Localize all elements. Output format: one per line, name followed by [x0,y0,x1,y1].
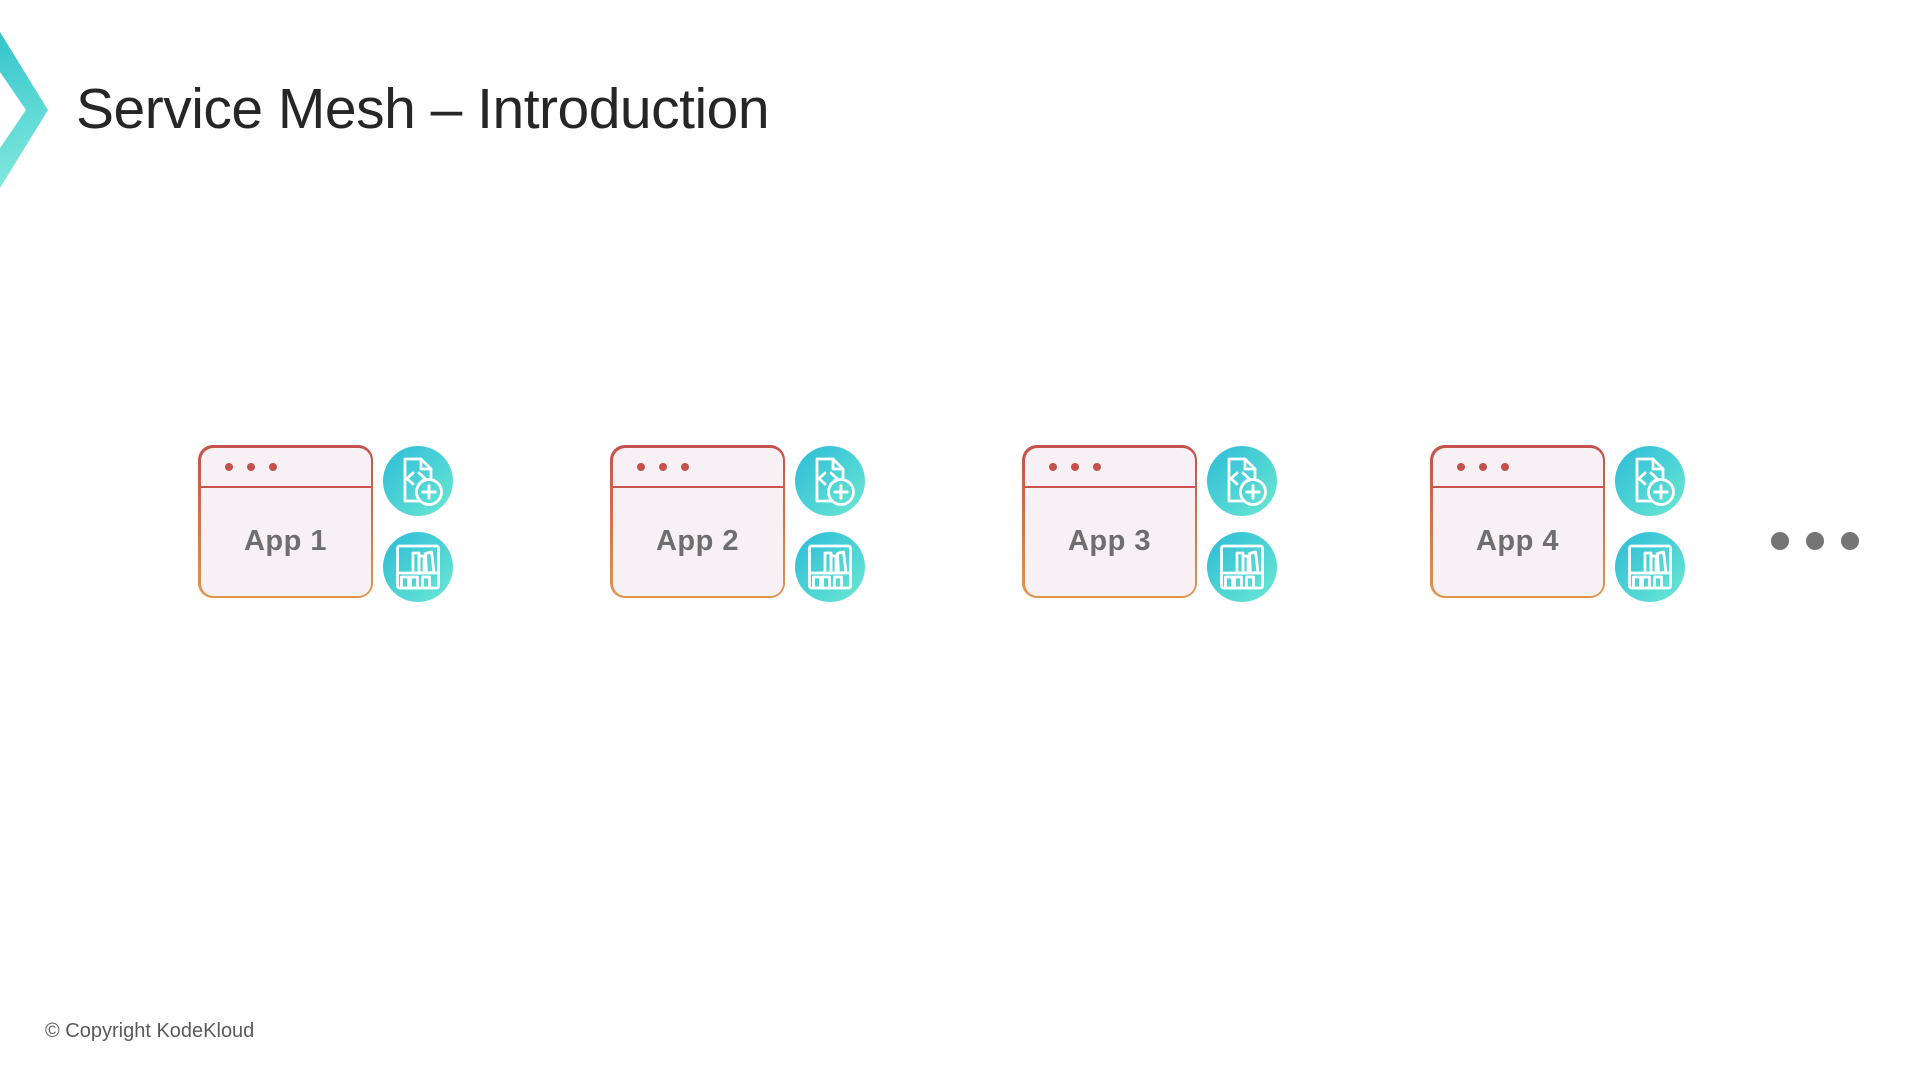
kodekloud-chevron-logo-icon [0,32,48,188]
app-group-4: App 4 [1430,445,1685,602]
titlebar-dot [246,462,255,471]
app-window-body: App 3 [1025,488,1195,596]
footer-copyright: © Copyright KodeKloud [45,1020,255,1042]
app-label: App 3 [1067,525,1152,557]
app-group-3: App 3 [1022,445,1277,602]
sidecar-icon-column [1207,446,1277,602]
titlebar-dot [1500,462,1509,471]
app-label: App 1 [243,525,328,557]
bookshelf-icon [795,532,865,602]
bookshelf-icon [1207,532,1277,602]
file-code-add-icon [1615,446,1685,516]
titlebar-dot [224,462,233,471]
app-window-titlebar [1024,448,1195,488]
app-window: App 3 [1022,445,1197,598]
app-group-1: App 1 [198,445,453,602]
titlebar-dot [680,462,689,471]
ellipsis-dot [1841,532,1859,550]
app-window-inner: App 1 [200,447,371,596]
bookshelf-icon [383,532,453,602]
ellipsis-dot [1771,532,1789,550]
app-window-body: App 1 [201,488,371,596]
titlebar-dot [1048,462,1057,471]
titlebar-dot [268,462,277,471]
app-window-body: App 4 [1433,488,1603,596]
titlebar-dot [658,462,667,471]
page-title: Service Mesh – Introduction [76,77,770,141]
titlebar-dot [1456,462,1465,471]
app-window: App 1 [198,445,373,598]
sidecar-icon-column [383,446,453,602]
file-code-add-icon [795,446,865,516]
file-code-add-icon [1207,446,1277,516]
app-window: App 4 [1430,445,1605,598]
app-window-titlebar [1432,448,1603,488]
sidecar-icon-column [1615,446,1685,602]
titlebar-dot [1092,462,1101,471]
titlebar-dot [1070,462,1079,471]
bookshelf-icon [1615,532,1685,602]
sidecar-icon-column [795,446,865,602]
app-label: App 2 [655,525,740,557]
app-window-inner: App 4 [1432,447,1603,596]
app-window-inner: App 3 [1024,447,1195,596]
app-window-titlebar [612,448,783,488]
app-group-2: App 2 [610,445,865,602]
app-window-inner: App 2 [612,447,783,596]
app-label: App 4 [1475,525,1560,557]
ellipsis-dot [1806,532,1824,550]
titlebar-dot [1478,462,1487,471]
titlebar-dot [636,462,645,471]
ellipsis-more-apps-icon [1771,532,1859,550]
file-code-add-icon [383,446,453,516]
app-window: App 2 [610,445,785,598]
app-window-body: App 2 [613,488,783,596]
app-window-titlebar [200,448,371,488]
